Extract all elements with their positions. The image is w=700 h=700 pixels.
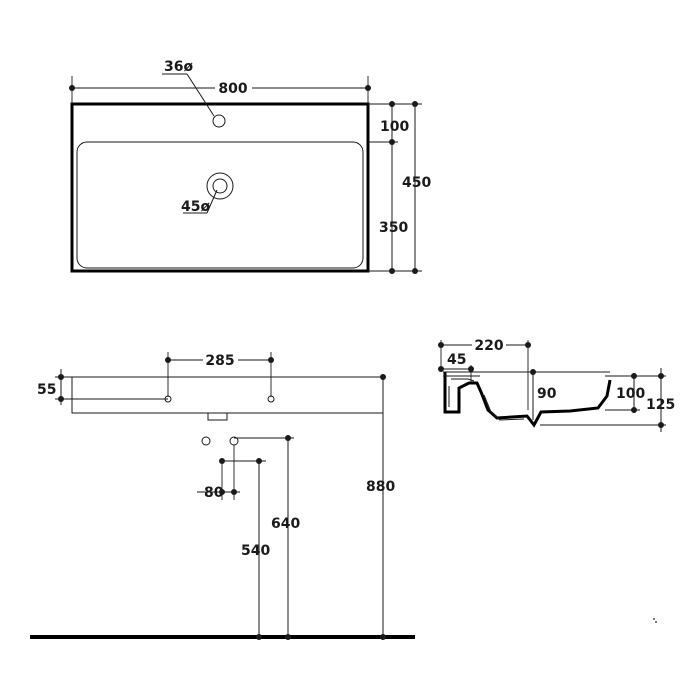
dim-rim-height: 880 (366, 374, 395, 640)
drain-outer (206, 172, 234, 200)
dim-drain-depth: 90 (530, 369, 557, 420)
dim-heights: 100 125 (540, 368, 675, 432)
drain-depth-label: 90 (537, 386, 557, 402)
front-view: 285 55 80 640 (30, 352, 415, 640)
side-section-inner (448, 378, 525, 421)
projection-label: 220 (474, 338, 503, 354)
bracket-height-label: 55 (37, 382, 56, 398)
bracket-spacing-label: 285 (205, 353, 234, 369)
bowl-depth-label: 100 (616, 386, 645, 402)
dim-bracket-spacing: 285 (165, 352, 274, 397)
dim-outlet-lower: 540 (222, 458, 270, 640)
dim-tap-hole: 36ø (162, 59, 215, 117)
basin-depth-label: 350 (379, 220, 408, 236)
width-label: 800 (218, 81, 247, 97)
stray-marks (653, 618, 657, 623)
rim-height-label: 880 (366, 479, 395, 495)
basin-outline (70, 102, 370, 273)
back-ledge-label: 100 (380, 119, 409, 135)
tap-hole-label: 36ø (164, 59, 193, 75)
waste-offset-label: 80 (204, 485, 224, 501)
dim-outlet-upper: 640 (234, 435, 300, 640)
outlet-left (201, 436, 211, 446)
drain-inner (212, 178, 228, 194)
depth-label: 450 (402, 175, 431, 191)
dim-drain: 45ø (181, 189, 218, 215)
basin-bowl (76, 141, 364, 269)
front-waste (207, 412, 228, 421)
front-basin (71, 376, 384, 414)
dim-depth-group: 100 350 450 (368, 101, 431, 274)
dim-width: 800 (69, 76, 371, 104)
side-view: 220 45 90 100 125 (438, 338, 675, 432)
tap-hole (212, 114, 226, 128)
dim-wall-offset: 45 (438, 352, 474, 382)
top-view: 800 36ø 45ø 100 350 4 (69, 59, 431, 274)
dim-bracket-height: 55 (37, 369, 168, 405)
dim-waste-offset: 80 (197, 445, 240, 501)
drain-label: 45ø (181, 199, 210, 215)
wall-offset-label: 45 (447, 352, 466, 368)
outlet-upper-label: 640 (271, 516, 300, 532)
outlet-lower-label: 540 (241, 543, 270, 559)
total-height-label: 125 (646, 397, 675, 413)
